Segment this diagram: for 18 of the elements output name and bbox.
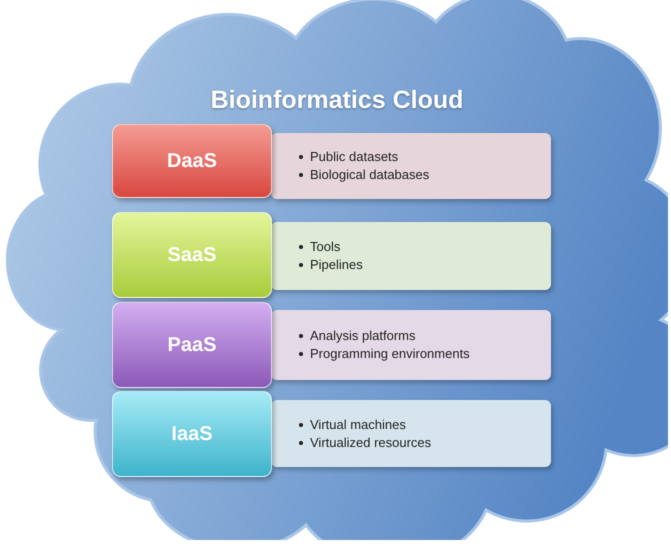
service-layer-label: IaaS: [112, 391, 272, 477]
description-panel: [271, 133, 551, 199]
cloud-title: Bioinformatics Cloud: [210, 86, 464, 115]
bullet-text: Programming environments: [310, 345, 470, 363]
cloud-shape: [6, 0, 668, 540]
bullet-text: Public datasets: [310, 148, 398, 166]
description-panel: [271, 222, 551, 290]
bullet-text: Virtual machines: [310, 416, 406, 434]
description-panel: [271, 310, 551, 380]
service-layer-label: DaaS: [112, 124, 272, 198]
bullet-text: Pipelines: [310, 256, 363, 274]
bullet-text: Analysis platforms: [310, 327, 416, 345]
description-panel: [271, 400, 551, 467]
bullet-text: Tools: [310, 238, 340, 256]
bullet-text: Virtualized resources: [310, 434, 432, 452]
service-layer-label: PaaS: [112, 302, 272, 388]
service-layer-label: SaaS: [112, 212, 272, 298]
bullet-text: Biological databases: [310, 166, 430, 184]
